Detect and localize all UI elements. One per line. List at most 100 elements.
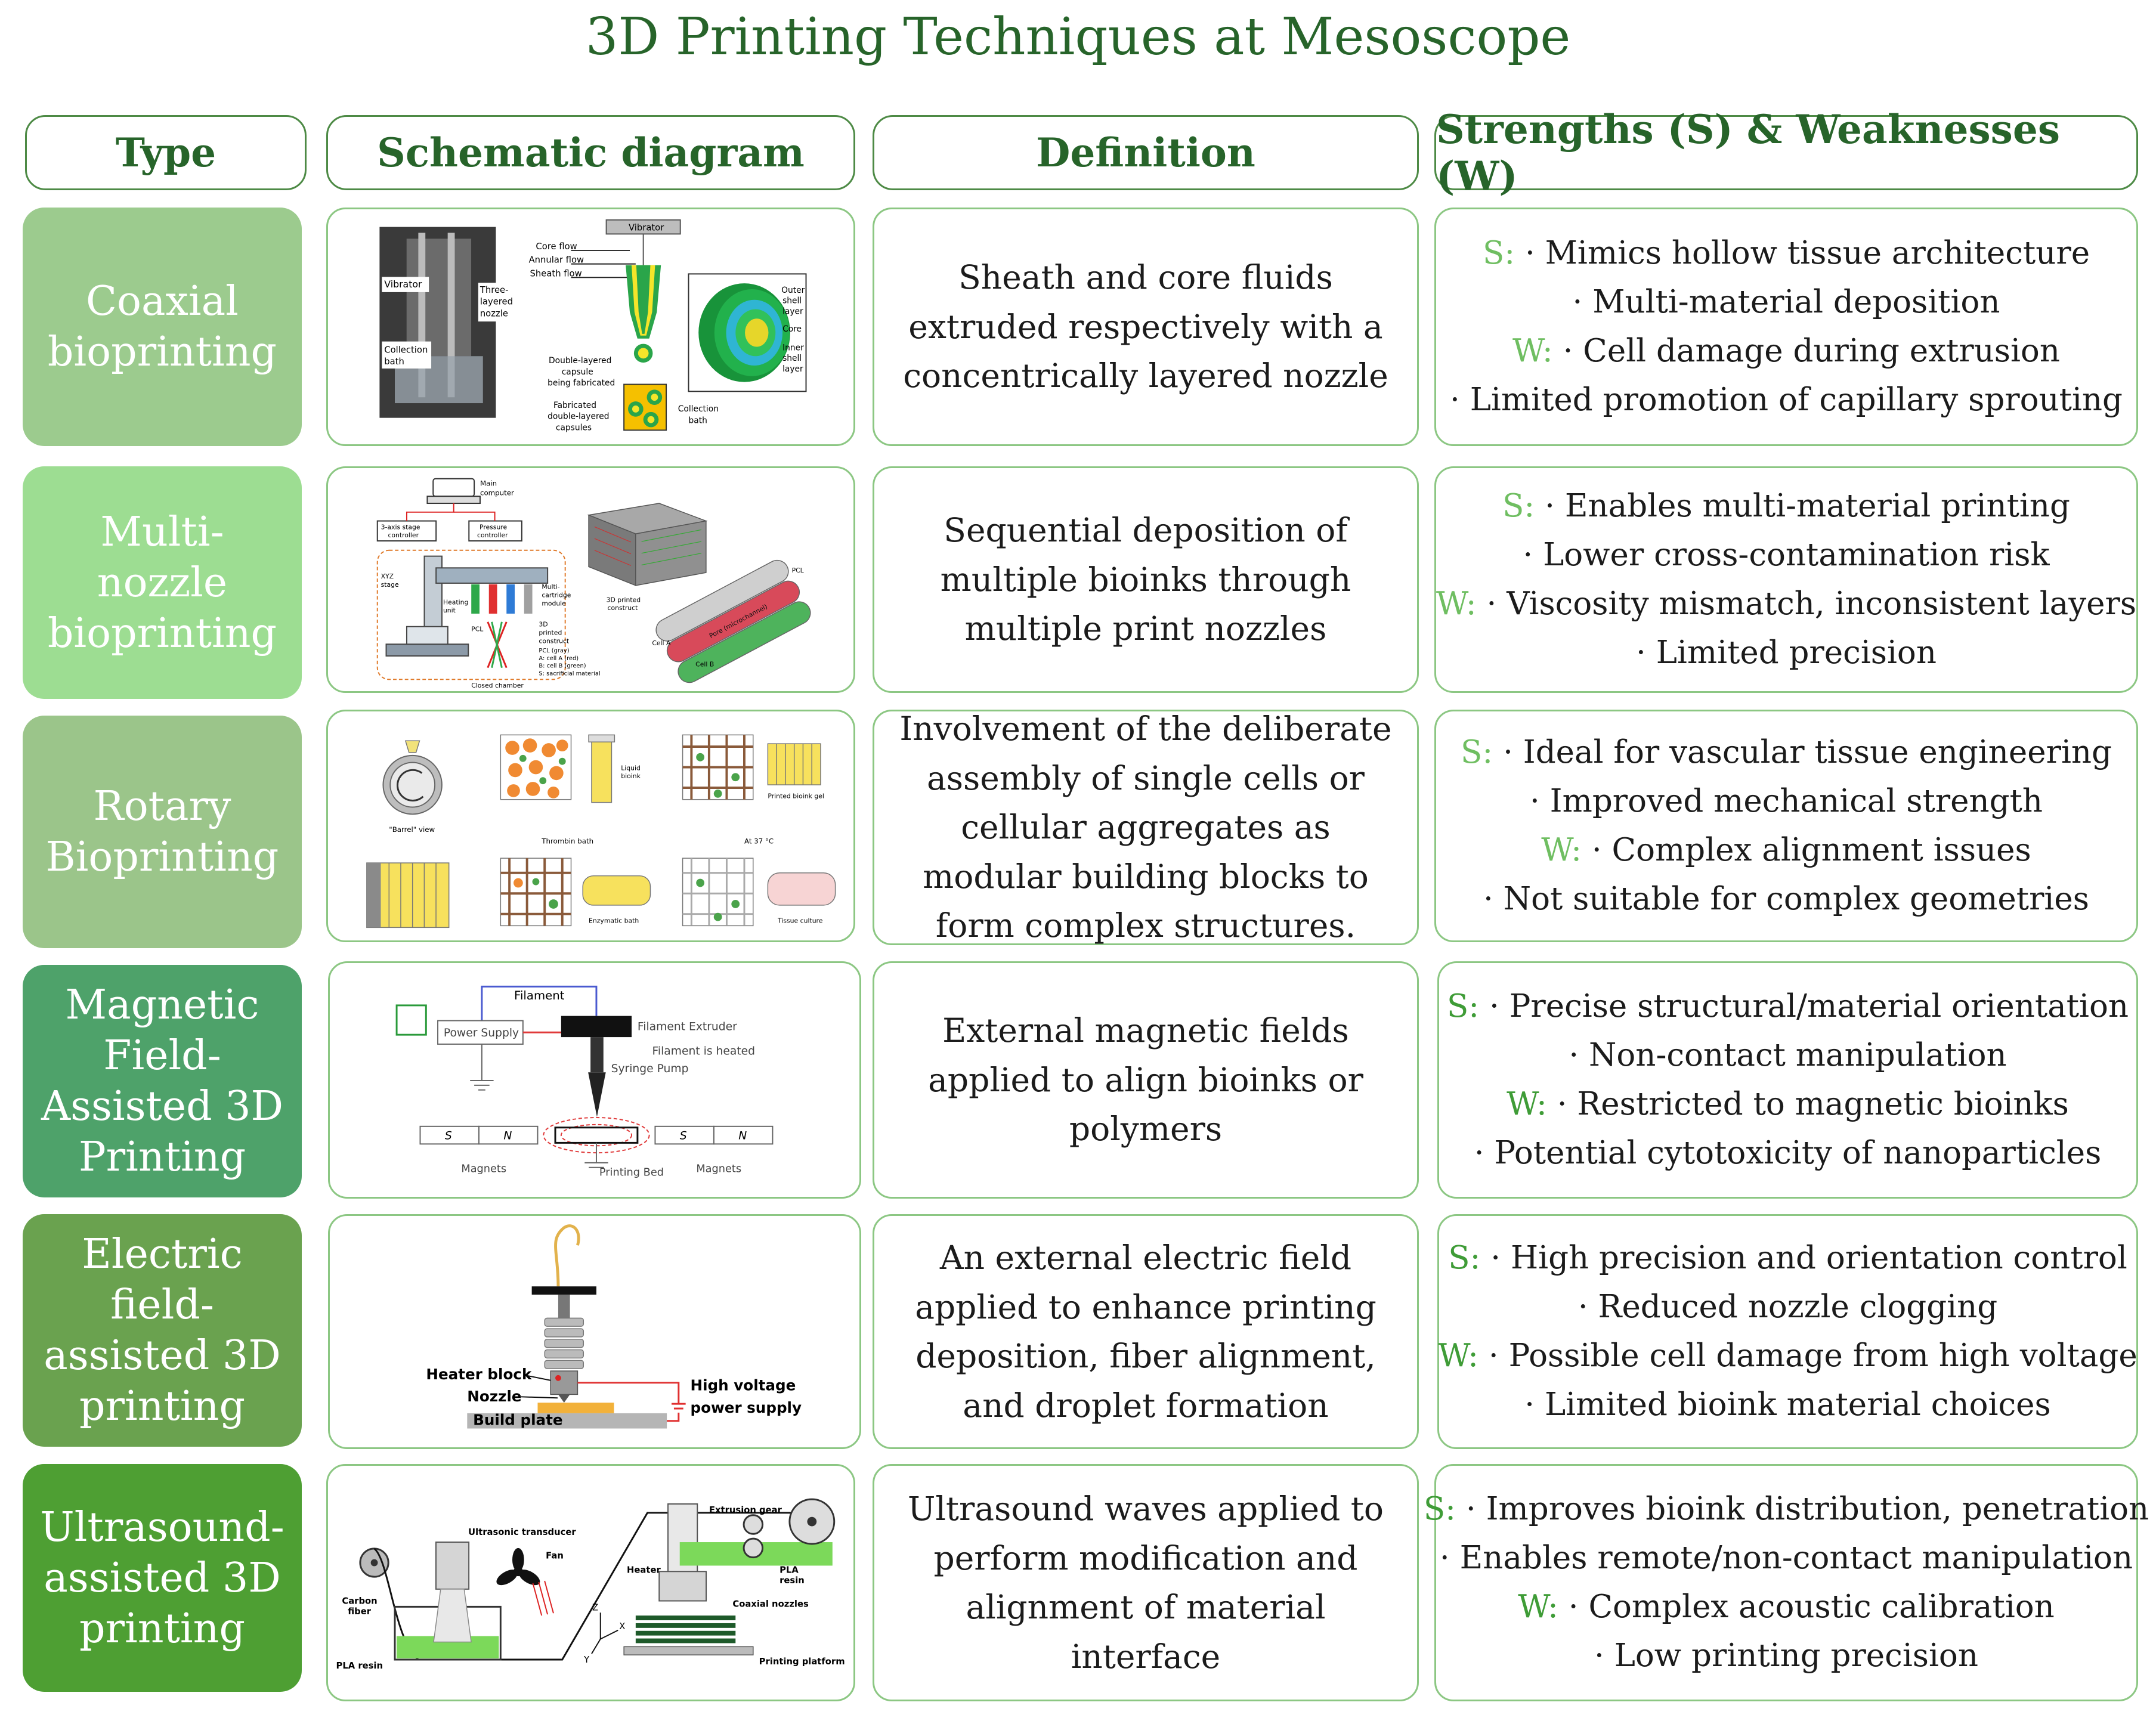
header-schematic: Schematic diagram xyxy=(326,115,855,190)
label-filament: Filament xyxy=(514,989,565,1002)
strength-line: · Non-contact manipulation xyxy=(1569,1036,2007,1073)
label-vibrator-top: Vibrator xyxy=(629,222,664,233)
label-fabricated: double-layered xyxy=(547,412,609,422)
type-line: Field- xyxy=(103,1032,221,1079)
label-annular-flow: Annular flow xyxy=(529,255,584,265)
s-label: S: xyxy=(1482,234,1515,271)
label-construct: construct xyxy=(608,604,638,612)
strength-line: · Lower cross-contamination risk xyxy=(1523,536,2050,573)
label-printed: printed xyxy=(539,629,562,637)
header-type: Type xyxy=(25,115,307,190)
w-label: W: xyxy=(1507,1086,1547,1122)
label-printed: construct xyxy=(539,637,569,645)
label-legend: B: cell B (green) xyxy=(539,663,586,670)
weakness-line: · Not suitable for complex geometries xyxy=(1483,881,2089,918)
label-gear: Extrusion gear xyxy=(709,1505,782,1515)
label-collection-bath: Collection xyxy=(678,404,719,414)
weakness-line: W: · Restricted to magnetic bioinks xyxy=(1507,1080,2069,1129)
strength-line: S: · Enables multi-material printing xyxy=(1502,482,2070,531)
label-closed: Closed chamber xyxy=(471,682,524,689)
label-heated: Filament is heated xyxy=(652,1045,756,1058)
weakness-line: · Limited precision xyxy=(1636,634,1937,671)
label-n1: N xyxy=(503,1129,512,1142)
sw-magnetic: S: · Precise structural/material orienta… xyxy=(1437,961,2138,1199)
label-xyz: XYZ xyxy=(381,572,394,580)
weakness-line: W: · Possible cell damage from high volt… xyxy=(1438,1332,2137,1381)
label-pcl: PCL xyxy=(471,626,483,633)
s-label: S: xyxy=(1461,733,1493,770)
schematic-magnetic: Filament Power Supply Filament Extruder … xyxy=(328,961,861,1199)
s-label: S: xyxy=(1423,1490,1456,1527)
strength-line: S: · Improves bioink distribution, penet… xyxy=(1424,1485,2149,1534)
label-at37: At 37 °C xyxy=(744,837,774,846)
strength-line: · Reduced nozzle clogging xyxy=(1577,1288,1998,1325)
label-liquid: bioink xyxy=(621,772,641,780)
strength-line: S: · Ideal for vascular tissue engineeri… xyxy=(1461,728,2112,777)
weakness-text: · Complex acoustic calibration xyxy=(1568,1589,2055,1625)
label-n2: N xyxy=(738,1129,747,1142)
schematic-coaxial: Vibrator Three- layered nozzle Collectio… xyxy=(326,208,855,446)
label-fabricated: Fabricated xyxy=(553,401,596,410)
definition-multi-nozzle: Sequential deposition of multiple bioink… xyxy=(873,466,1419,693)
label-vibrator: Vibrator xyxy=(384,278,422,290)
ultrasound-diagram: Ultrasonic transducer Fan Carbon fiber P… xyxy=(336,1498,845,1671)
strength-line: · Enables remote/non-contact manipulatio… xyxy=(1439,1539,2133,1576)
label-heater: Heater block xyxy=(426,1366,532,1383)
type-line: nozzle xyxy=(97,559,228,606)
label-main: Main xyxy=(480,479,497,488)
label-s1: S xyxy=(445,1129,452,1142)
label-inner: layer xyxy=(782,364,803,374)
label-multi: module xyxy=(542,599,566,607)
type-line: field- xyxy=(110,1282,214,1329)
label-build: Build plate xyxy=(473,1412,562,1429)
label-carbon: fiber xyxy=(348,1607,372,1617)
label-hv: High voltage xyxy=(691,1376,796,1394)
label-pcl2: PCL xyxy=(792,567,804,574)
label-computer: computer xyxy=(480,488,514,497)
w-label: W: xyxy=(1512,333,1553,369)
label-outer: layer xyxy=(782,307,803,316)
type-line: Magnetic xyxy=(65,982,259,1029)
label-platform: Printing platform xyxy=(759,1657,845,1667)
coaxial-diagram: Vibrator Three- layered nozzle Collectio… xyxy=(379,219,807,432)
weakness-line: W: · Complex acoustic calibration xyxy=(1518,1583,2055,1632)
sw-coaxial: S: · Mimics hollow tissue architecture ·… xyxy=(1434,208,2138,446)
label-pla: PLA resin xyxy=(336,1661,383,1671)
weakness-text: · Possible cell damage from high voltage xyxy=(1488,1338,2138,1374)
label-core: Core xyxy=(782,324,802,334)
definition-magnetic: External magnetic fields applied to alig… xyxy=(873,961,1419,1199)
magnetic-diagram: Filament Power Supply Filament Extruder … xyxy=(395,985,774,1179)
weakness-text: · Complex alignment issues xyxy=(1591,832,2031,868)
label-outer: Outer xyxy=(781,286,805,295)
schematic-rotary: "Barrel" view Liquid bioink Printed bioi… xyxy=(326,710,855,942)
type-line: bioprinting xyxy=(47,609,277,657)
label-multi: cartridge xyxy=(542,592,571,599)
label-x: X xyxy=(619,1621,625,1632)
type-line: Coaxial xyxy=(86,278,239,325)
w-label: W: xyxy=(1438,1338,1479,1374)
strength-text: · Enables multi-material printing xyxy=(1545,487,2070,524)
definition-ultrasound: Ultrasound waves applied to perform modi… xyxy=(873,1464,1419,1701)
weakness-line: W: · Viscosity mismatch, inconsistent la… xyxy=(1436,580,2136,629)
w-label: W: xyxy=(1518,1589,1558,1625)
label-legend: PCL (gray) xyxy=(539,648,569,654)
sw-electric: S: · High precision and orientation cont… xyxy=(1437,1214,2138,1449)
sw-multi-nozzle: S: · Enables multi-material printing · L… xyxy=(1434,466,2138,693)
label-inner: Inner xyxy=(782,343,804,352)
label-barrel: "Barrel" view xyxy=(389,825,435,834)
type-line: printing xyxy=(79,1605,245,1652)
label-nozzle: Nozzle xyxy=(467,1388,521,1405)
label-extruder: Filament Extruder xyxy=(638,1020,737,1033)
label-magnets2: Magnets xyxy=(696,1163,741,1175)
label-printed: 3D xyxy=(539,621,547,629)
label-printed-gel: Printed bioink gel xyxy=(768,793,824,800)
type-line: assisted 3D xyxy=(44,1554,281,1602)
strength-text: · High precision and orientation control xyxy=(1490,1239,2127,1276)
strength-text: · Precise structural/material orientatio… xyxy=(1489,988,2129,1025)
label-stage: 3-axis stage xyxy=(381,523,420,531)
type-line: Assisted 3D xyxy=(41,1083,284,1130)
label-double-layered: capsule xyxy=(562,367,593,377)
